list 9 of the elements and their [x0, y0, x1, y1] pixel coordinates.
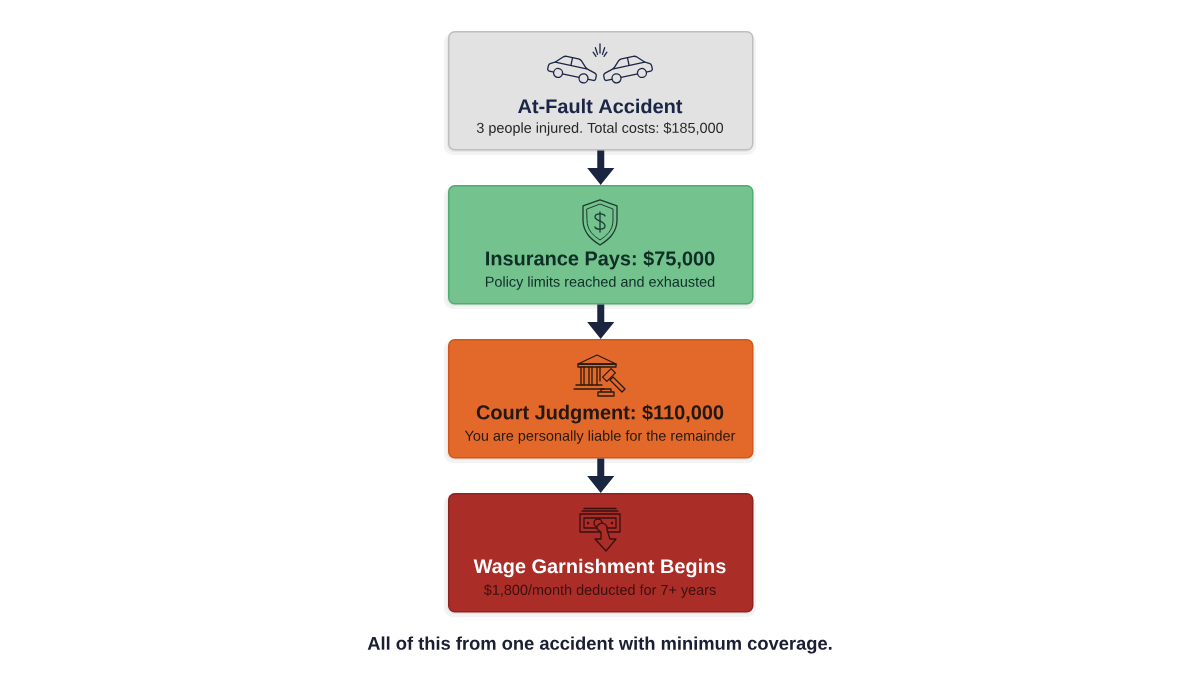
box-description: Policy limits reached and exhausted	[485, 276, 715, 290]
caption: All of this from one accident with minimum coverage.	[367, 636, 832, 654]
box-title: Insurance Pays: $75,000	[486, 250, 715, 270]
box-title: Wage Garnishment Begins	[473, 558, 726, 578]
box-title: Court Judgment: $110,000	[476, 404, 724, 424]
box-title: At-Fault Accident	[518, 98, 683, 114]
box-description: You are personally liable for the remainder	[464, 430, 736, 444]
box-description: $1,800/month deducted for 7+ years	[483, 584, 716, 598]
box-description: 3 people injured. Total costs: $185,000	[476, 122, 724, 136]
